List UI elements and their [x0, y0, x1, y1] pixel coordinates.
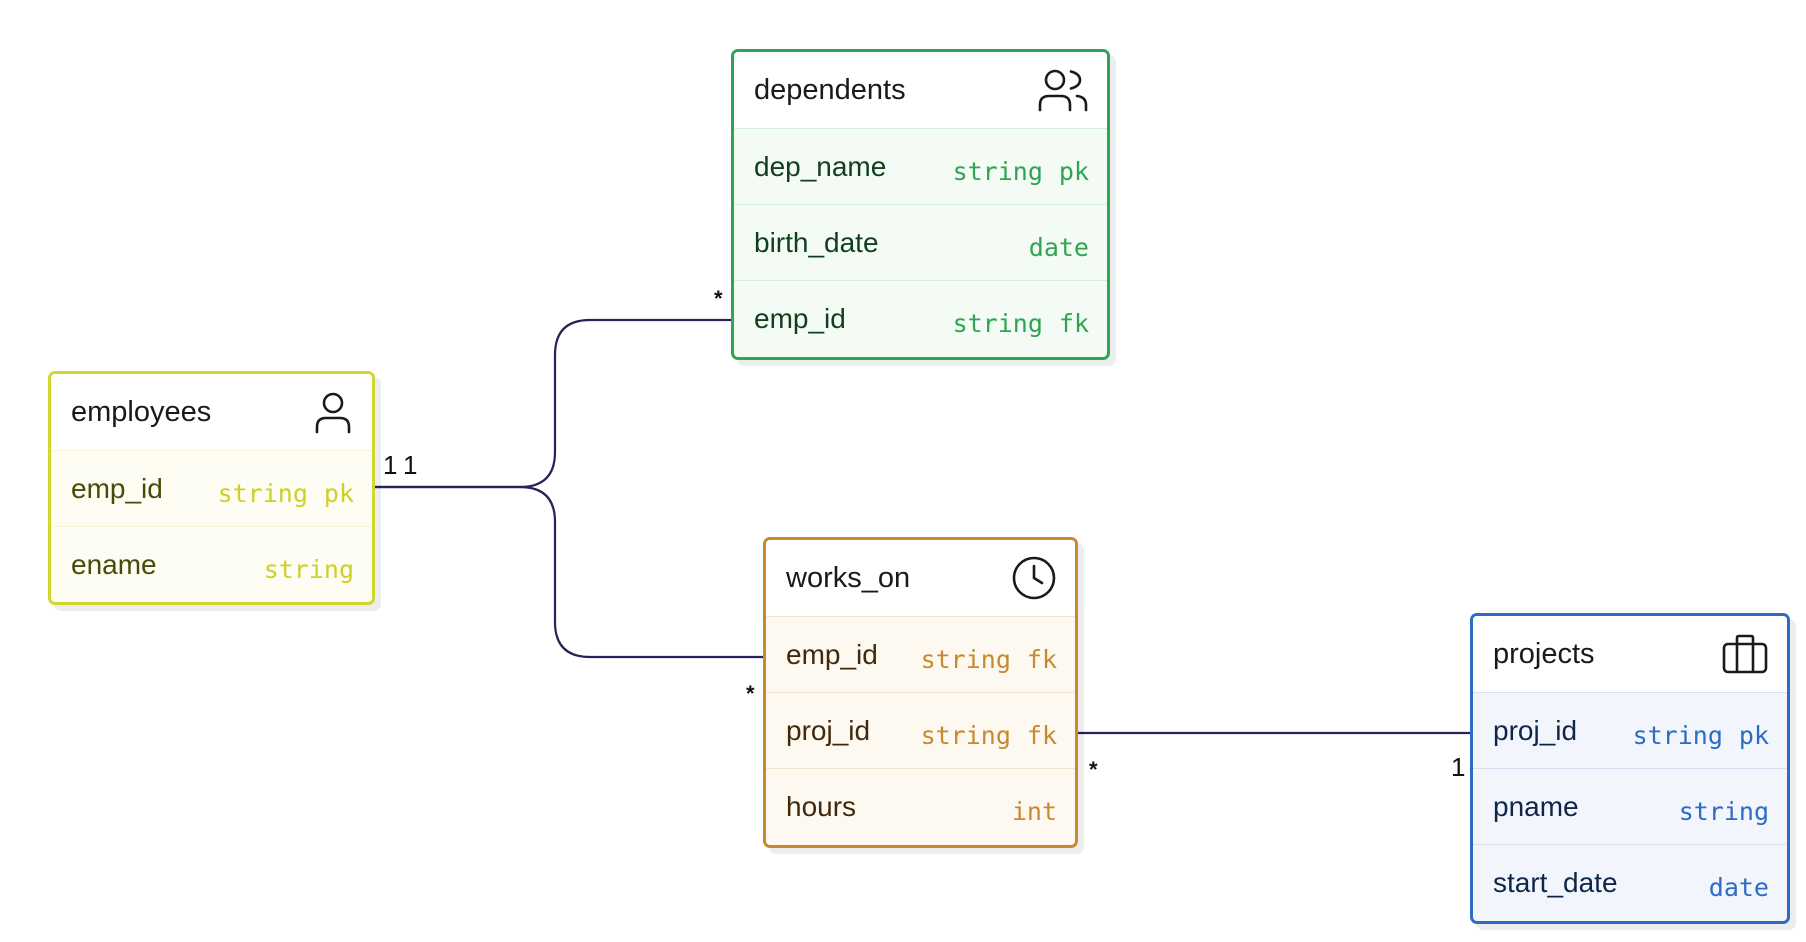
entity-header: projects [1473, 616, 1787, 692]
field-key: pk [1058, 157, 1089, 186]
entity-projects[interactable]: projects proj_id string pk pname string s… [1470, 613, 1790, 924]
cardinality-dependents-to: * [714, 286, 723, 311]
field-row[interactable]: ename string [51, 526, 372, 602]
field-type: string pk [1633, 711, 1769, 750]
field-type: int [1012, 787, 1057, 826]
entity-title: employees [71, 395, 212, 428]
field-name: pname [1493, 790, 1579, 822]
field-key: fk [1058, 309, 1089, 338]
field-row[interactable]: pname string [1473, 768, 1787, 844]
field-type: string fk [921, 711, 1057, 750]
edge-employees-works-on [362, 485, 776, 659]
field-name: proj_id [1493, 714, 1578, 746]
field-key: fk [1026, 721, 1057, 750]
field-name: emp_id [754, 302, 846, 334]
field-name: ename [71, 548, 157, 580]
field-name: emp_id [71, 472, 163, 504]
field-name: hours [786, 790, 857, 822]
field-datatype: string [1632, 721, 1723, 750]
field-key: pk [323, 479, 354, 508]
field-type: date [1709, 863, 1769, 902]
field-type: string [1679, 787, 1769, 826]
entity-employees[interactable]: employees emp_id string pk ename string [48, 371, 375, 605]
users-icon [1037, 67, 1089, 113]
cardinality-works-on-proj-to: * [1089, 757, 1098, 782]
field-type: date [1029, 223, 1089, 262]
field-datatype: date [1028, 233, 1089, 262]
field-datatype: string [920, 721, 1011, 750]
clock-icon [1011, 555, 1057, 601]
cardinality-works-on-emp-to: * [746, 681, 755, 706]
field-type: string pk [218, 469, 354, 508]
cardinality-employees-works-on-from: 1 [403, 450, 418, 480]
edge-employees-dependents [362, 318, 745, 489]
entity-header: dependents [734, 52, 1107, 128]
field-name: proj_id [786, 714, 871, 746]
field-row[interactable]: hours int [766, 768, 1075, 844]
field-name: start_date [1493, 866, 1618, 898]
field-key: fk [1026, 645, 1057, 674]
field-row[interactable]: proj_id string pk [1473, 692, 1787, 768]
field-datatype: date [1708, 873, 1769, 902]
field-datatype: string [952, 309, 1043, 338]
entity-title: dependents [754, 73, 906, 106]
entity-title: projects [1493, 637, 1595, 670]
field-row[interactable]: start_date date [1473, 844, 1787, 920]
field-row[interactable]: dep_name string pk [734, 128, 1107, 204]
entity-header: employees [51, 374, 372, 450]
field-row[interactable]: emp_id string pk [51, 450, 372, 526]
field-datatype: string [1678, 797, 1769, 826]
entity-dependents[interactable]: dependents dep_name string pk birth_date … [731, 49, 1110, 360]
entity-header: works_on [766, 540, 1075, 616]
field-row[interactable]: birth_date date [734, 204, 1107, 280]
field-type: string [264, 545, 354, 584]
field-datatype: string [952, 157, 1043, 186]
briefcase-icon [1721, 633, 1769, 675]
field-name: birth_date [754, 226, 879, 258]
field-type: string pk [953, 147, 1089, 186]
field-type: string fk [953, 299, 1089, 338]
field-name: dep_name [754, 150, 887, 182]
field-datatype: string [920, 645, 1011, 674]
user-icon [312, 390, 354, 434]
field-row[interactable]: emp_id string fk [766, 616, 1075, 692]
field-name: emp_id [786, 638, 878, 670]
field-row[interactable]: proj_id string fk [766, 692, 1075, 768]
field-row[interactable]: emp_id string fk [734, 280, 1107, 356]
field-datatype: int [1011, 797, 1057, 826]
cardinality-projects-from: 1 [1451, 752, 1466, 782]
entity-title: works_on [786, 561, 911, 594]
field-datatype: string [217, 479, 308, 508]
field-key: pk [1738, 721, 1769, 750]
field-datatype: string [263, 555, 354, 584]
field-type: string fk [921, 635, 1057, 674]
cardinality-employees-dependents-from: 1 [383, 450, 398, 480]
